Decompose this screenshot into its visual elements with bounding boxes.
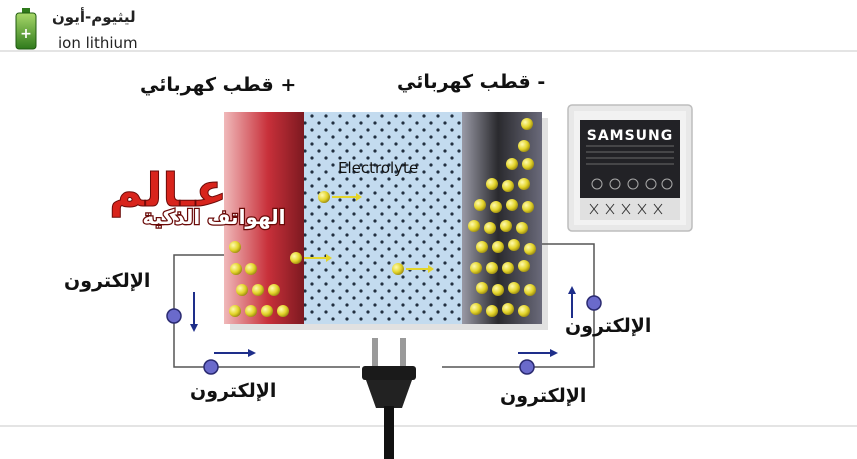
svg-text:+: +: [20, 26, 32, 42]
watermark-line1: عـالم: [109, 163, 227, 217]
negative-ions: [468, 118, 536, 317]
battery-icon: +: [15, 8, 37, 50]
negative-electrode-label: - قطب كهربائي: [397, 71, 546, 93]
battery-brand: SAMSUNG: [587, 128, 674, 144]
samsung-battery: [567, 104, 693, 232]
electrons: [166, 295, 602, 375]
brand-title-en: ion lithium: [58, 34, 138, 52]
power-plug-icon: [362, 338, 416, 459]
electrolyte-label: Electrolyte: [338, 159, 418, 177]
positive-ions: [229, 241, 289, 317]
electron-label-right: الإلكترون: [565, 315, 652, 337]
brand-title-ar: ليثيوم-أيون: [52, 8, 136, 26]
electron-label-left: الإلكترون: [64, 270, 151, 292]
electron-label-bottom-right: الإلكترون: [500, 385, 587, 407]
electron-arrows: [190, 286, 576, 357]
migrating-ions: [290, 191, 434, 275]
positive-electrode-label: + قطب كهربائي: [140, 74, 297, 96]
electrolyte-region: [304, 112, 462, 324]
electron-label-bottom-left: الإلكترون: [190, 380, 277, 402]
watermark-line2: الهواتف الذكية: [142, 205, 285, 229]
